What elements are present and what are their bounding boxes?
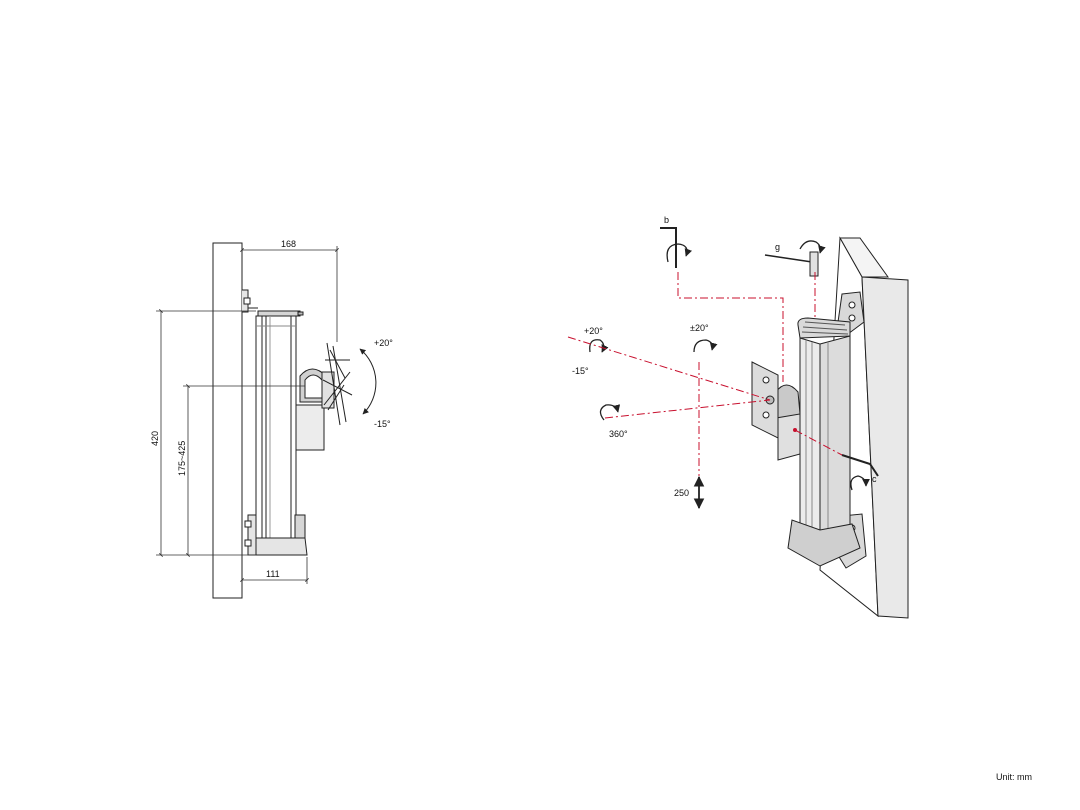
- rotation-label: 360°: [609, 429, 628, 439]
- height-adjust-label: 250: [674, 488, 689, 498]
- tilt-up-label-side: +20°: [374, 338, 393, 348]
- tool-c-label: c: [872, 474, 877, 484]
- pole-mount-side: [295, 342, 353, 451]
- tool-b-label: b: [664, 215, 669, 225]
- hex-key-c: [841, 454, 879, 477]
- speaker-column-side: [255, 310, 308, 556]
- pole-mount-perspective: [751, 361, 801, 461]
- unit-note: Unit: mm: [996, 772, 1032, 782]
- dim-height-total-label: 420: [150, 431, 160, 446]
- dim-width-bottom-label: 111: [266, 569, 280, 579]
- dim-height-range-label: 175~425: [177, 441, 187, 476]
- tilt-arc-side: [359, 348, 377, 415]
- pivot-point: [793, 428, 797, 432]
- tilt-down-label-side: -15°: [374, 419, 391, 429]
- side-view: [156, 242, 377, 599]
- axis-lines: [567, 272, 843, 476]
- t-handle-g: [764, 251, 819, 277]
- dim-width-top-label: 168: [281, 239, 296, 249]
- wall-section: [212, 242, 243, 599]
- perspective-view: [589, 227, 909, 619]
- tilt-up-label-perspective: +20°: [584, 326, 603, 336]
- dimensions-side: [156, 246, 339, 584]
- swivel-label: ±20°: [690, 323, 709, 333]
- speaker-column-perspective: [787, 317, 861, 567]
- hex-key-b: [660, 227, 677, 268]
- tilt-down-label-perspective: -15°: [572, 366, 589, 376]
- tool-g-label: g: [775, 242, 780, 252]
